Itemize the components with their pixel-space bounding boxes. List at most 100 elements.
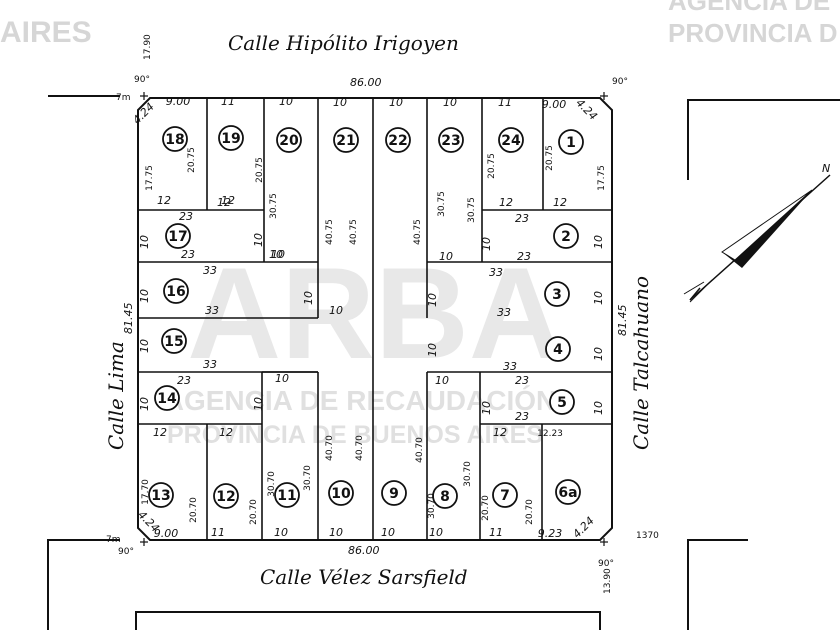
lot-circle — [148, 482, 174, 508]
dimension-label: 10 — [329, 304, 343, 317]
lot-number: 15 — [164, 334, 183, 350]
dimension-label: 23 — [515, 374, 529, 387]
dimension-label: 40.70 — [415, 437, 425, 463]
dimension-label: 9.00 — [542, 98, 567, 111]
dimension-label: 33 — [205, 304, 219, 317]
dimension-label: 9.00 — [166, 95, 191, 108]
dimension-label: 10 — [426, 293, 439, 307]
corner-offset-bottom: 13.90 — [603, 568, 613, 594]
lot-circle — [328, 480, 354, 506]
dimension-label: 10 — [333, 96, 347, 109]
corner-angle-br: 90° — [598, 559, 614, 569]
dimension-label: 10 — [274, 526, 288, 539]
dimension-label: 10 — [592, 401, 605, 415]
lot-circle — [385, 127, 411, 153]
lot-circle — [558, 129, 584, 155]
dimension-label: 30.75 — [269, 193, 279, 219]
dimension-label: 4.24 — [573, 96, 600, 123]
dimension-label: 17.75 — [145, 165, 155, 191]
lot-5: 5 — [549, 389, 575, 415]
north-label: N — [822, 162, 830, 175]
dimension-label: 10 — [426, 343, 439, 357]
street-west: Calle Lima — [104, 341, 128, 450]
lot-number: 6a — [558, 485, 577, 501]
dimension-label: 10 — [592, 235, 605, 249]
dimension-label: 10 — [271, 248, 285, 261]
lot-number: 1 — [566, 135, 576, 151]
dimension-label: 30.70 — [463, 461, 473, 487]
dimension-label: 20.75 — [255, 157, 265, 183]
dimension-label: 12 — [217, 196, 231, 209]
dimension-label: 40.70 — [325, 435, 335, 461]
block-top-length: 86.00 — [350, 76, 382, 89]
watermark-center: ARBA — [187, 240, 563, 386]
dimension-label: 12 — [221, 194, 235, 207]
dimension-label: 4.24 — [570, 514, 597, 541]
dimension-label: 33 — [203, 264, 217, 277]
dimension-label: 30.70 — [427, 493, 437, 519]
dimension-label: 20.70 — [189, 497, 199, 523]
lot-number: 19 — [221, 131, 240, 147]
lot-circle — [213, 483, 239, 509]
lot-circle — [162, 126, 188, 152]
dimension-label: 20.70 — [481, 495, 491, 521]
lot-circle — [545, 336, 571, 362]
lot-number: 9 — [389, 486, 399, 502]
lot-10: 10 — [328, 480, 354, 506]
dimension-label: 11 — [498, 96, 512, 109]
lot-circle — [276, 127, 302, 153]
dimension-label: 10 — [138, 235, 151, 249]
dimension-label: 10 — [443, 96, 457, 109]
dimension-label: 23 — [179, 210, 193, 223]
dimension-label: 40.75 — [325, 219, 335, 245]
lot-7: 7 — [492, 482, 518, 508]
lot-circle — [553, 223, 579, 249]
lot-9: 9 — [381, 480, 407, 506]
dimension-label: 11 — [221, 95, 235, 108]
dimension-label: 10 — [592, 347, 605, 361]
street-east: Calle Talcahuano — [629, 276, 653, 450]
lot-14: 14 — [154, 385, 180, 411]
sidewalk-tl: 7m — [116, 93, 131, 103]
dimension-label: 23 — [515, 212, 529, 225]
dimension-label: 12 — [499, 196, 513, 209]
lot-circle — [432, 483, 458, 509]
dimension-label: 10 — [329, 526, 343, 539]
lot-8: 8 — [432, 483, 458, 509]
block-bottom-length: 86.00 — [348, 544, 380, 557]
dimension-label: 17.75 — [597, 165, 607, 191]
dimension-label: 10 — [435, 374, 449, 387]
lot-11: 11 — [274, 482, 300, 508]
watermark-top-right-2: PROVINCIA D — [668, 18, 838, 48]
dimension-label: 12 — [493, 426, 507, 439]
lot-circle — [163, 278, 189, 304]
dimension-label: 40.75 — [349, 219, 359, 245]
corner-angle-tl: 90° — [134, 75, 150, 85]
watermark-top-right-1: AGENCIA DE — [668, 0, 830, 16]
north-arrow-icon: N — [683, 162, 831, 303]
dimension-label: 40.75 — [413, 219, 423, 245]
lot-23: 23 — [438, 127, 464, 153]
lot-circle — [274, 482, 300, 508]
dimension-label: 10 — [381, 526, 395, 539]
block-left-length: 81.45 — [122, 303, 135, 335]
lot-circle — [438, 127, 464, 153]
lot-17: 17 — [165, 223, 191, 249]
dimension-label: 9.00 — [154, 527, 179, 540]
dimension-label: 10 — [252, 397, 265, 411]
corner-angle-bl: 90° — [118, 547, 134, 557]
dimension-label: 10 — [138, 289, 151, 303]
lot-number: 24 — [501, 133, 521, 149]
corner-offset-top: 17.90 — [143, 34, 153, 60]
lot-circle — [549, 389, 575, 415]
dimension-label: 11 — [489, 526, 503, 539]
dimension-label: 23 — [515, 410, 529, 423]
lot-circle — [154, 385, 180, 411]
dimension-label: 10 — [389, 96, 403, 109]
lot-15: 15 — [161, 328, 187, 354]
lot-number: 12 — [216, 489, 235, 505]
dimension-label: 10 — [279, 95, 293, 108]
lot-4: 4 — [545, 336, 571, 362]
lot-circle — [218, 125, 244, 151]
corner-angle-tr: 90° — [612, 77, 628, 87]
